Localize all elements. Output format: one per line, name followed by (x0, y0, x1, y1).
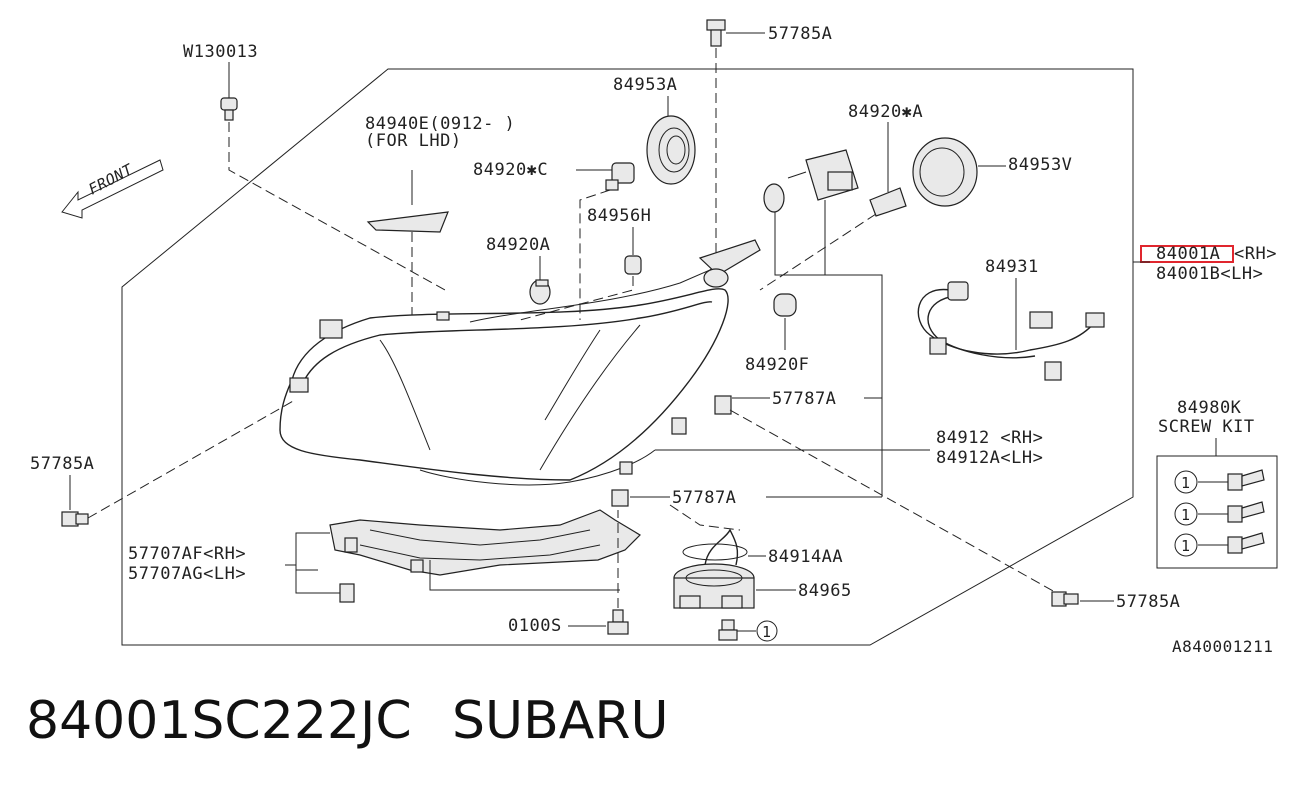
kit-screw-icon (1227, 501, 1265, 523)
label-84953a: 84953A (613, 75, 677, 95)
screw-kit-box (1156, 455, 1278, 569)
label-57787a-2: 57787A (672, 488, 736, 508)
label-84001b: 84001B<LH> (1156, 264, 1263, 284)
caption-part-number: 84001SC222JC (26, 691, 412, 751)
caption-brand: SUBARU (452, 691, 669, 751)
bulb-84920sa (763, 183, 907, 217)
label-84001a: 84001A (1156, 244, 1220, 264)
top-screw-icon (706, 19, 726, 47)
kit-screw-icon (1227, 532, 1265, 554)
bulb-84920a (529, 279, 551, 305)
label-84980k: 84980K (1177, 398, 1242, 418)
bracket-57707 (329, 509, 641, 576)
leveling-motor-84965 (673, 563, 755, 609)
kit-callout-3: 1 (1181, 537, 1191, 555)
callout-1-motor-text: 1 (762, 623, 772, 641)
cap-84953a (646, 115, 696, 185)
label-84931: 84931 (985, 257, 1039, 277)
label-84912: 84912 <RH> (936, 428, 1043, 448)
clip-57787a-lower (611, 489, 629, 507)
clip-icon (220, 97, 238, 121)
label-57707af: 57707AF<RH> (128, 544, 246, 564)
hid-igniter (787, 149, 859, 201)
cap-84953v (912, 137, 978, 207)
callout-1-motor (756, 620, 778, 642)
label-w130013: W130013 (183, 42, 258, 62)
label-57707ag: 57707AG<LH> (128, 564, 246, 584)
right-screw-icon (1051, 591, 1079, 607)
label-57785a-left: 57785A (30, 454, 94, 474)
label-84920c: 84920✱C (473, 160, 548, 180)
label-84965: 84965 (798, 581, 852, 601)
label-57785a-right: 57785A (1116, 592, 1180, 612)
front-label: FRONT (85, 160, 136, 198)
bracket-nut (339, 583, 355, 603)
bulb-84920c (605, 162, 635, 191)
label-84912a: 84912A<LH> (936, 448, 1043, 468)
kit-screw-icon (1227, 469, 1265, 491)
label-for-lhd: (FOR LHD) (365, 131, 462, 151)
label-84920a: 84920A (486, 235, 550, 255)
bolt-0100s-icon (607, 609, 629, 635)
label-84940e: 84940E(0912- ) (365, 114, 515, 134)
label-0100s: 0100S (508, 616, 562, 636)
highlight-box (1140, 245, 1234, 263)
part-84940e (366, 211, 449, 233)
label-84953v: 84953V (1008, 155, 1072, 175)
clip-57787a-upper (714, 395, 732, 415)
front-arrow-icon: FRONT (61, 159, 164, 219)
kit-callout-1: 1 (1181, 474, 1191, 492)
wire-harness (917, 281, 1105, 381)
label-84920sa: 84920✱A (848, 102, 923, 122)
screw-1-icon (718, 619, 738, 641)
kit-callout-2: 1 (1181, 506, 1191, 524)
bulb-84920f (773, 293, 797, 317)
label-84920f: 84920F (745, 355, 809, 375)
label-84914aa: 84914AA (768, 547, 843, 567)
label-84001a-rh: <RH> (1234, 244, 1277, 264)
part-84914aa (682, 528, 748, 566)
headlight-housing (279, 239, 761, 486)
label-screw-kit: SCREW KIT (1158, 417, 1255, 437)
reference-code: A840001211 (1172, 637, 1273, 656)
part-84956h (624, 255, 642, 275)
left-screw-icon (61, 511, 89, 527)
label-57785a-top: 57785A (768, 24, 832, 44)
label-57787a-1: 57787A (772, 389, 836, 409)
assembly-boundary (121, 68, 1134, 646)
label-84956h: 84956H (587, 206, 651, 226)
